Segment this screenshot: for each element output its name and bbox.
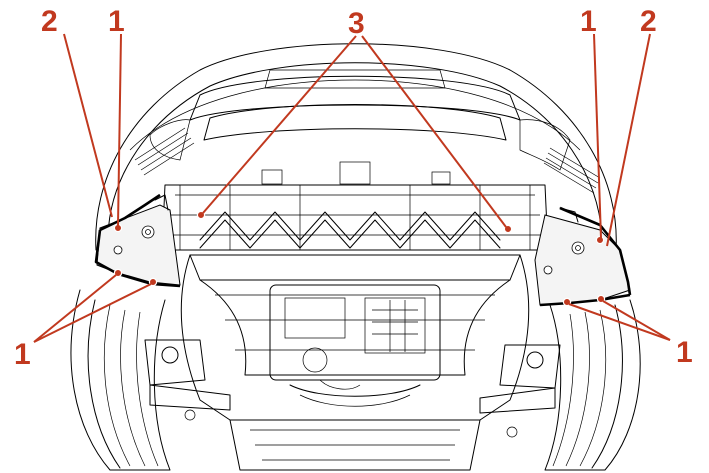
callout-label-top-center: 3 [348,7,365,40]
right-splash-shield [534,206,632,307]
fastener-point [562,297,572,307]
left-splash-shield [94,193,181,288]
engine-block [269,284,441,407]
callout-label-top-left-outer: 2 [41,5,58,38]
callout-label-top-left-inner: 1 [108,5,125,38]
leader-line [602,300,671,341]
leader-line [202,35,357,214]
front-bumper [95,43,617,251]
fastener-point [148,277,158,287]
leader-lines [33,33,671,343]
fastener-point [113,268,123,278]
leader-line [33,274,117,343]
fastener-points [113,210,606,307]
leader-line [117,33,122,227]
leader-line [606,33,651,247]
fastener-point [196,210,206,220]
left-wheel [70,289,231,471]
callout-label-bottom-right: 1 [676,336,693,369]
leader-line [568,303,671,341]
leader-line [593,33,602,239]
leader-line [33,283,152,343]
fastener-point [596,294,606,304]
lower-subframe [180,254,530,471]
right-wheel [479,299,641,471]
vehicle-underside-drawing [70,43,641,471]
leader-line [63,33,113,218]
fastener-point [503,224,513,234]
callout-label-top-right-outer: 2 [640,5,657,38]
callout-labels: 2 1 3 1 2 1 1 [14,5,693,371]
leader-line [361,35,507,228]
callout-label-bottom-left: 1 [14,338,31,371]
callout-label-top-right-inner: 1 [580,5,597,38]
